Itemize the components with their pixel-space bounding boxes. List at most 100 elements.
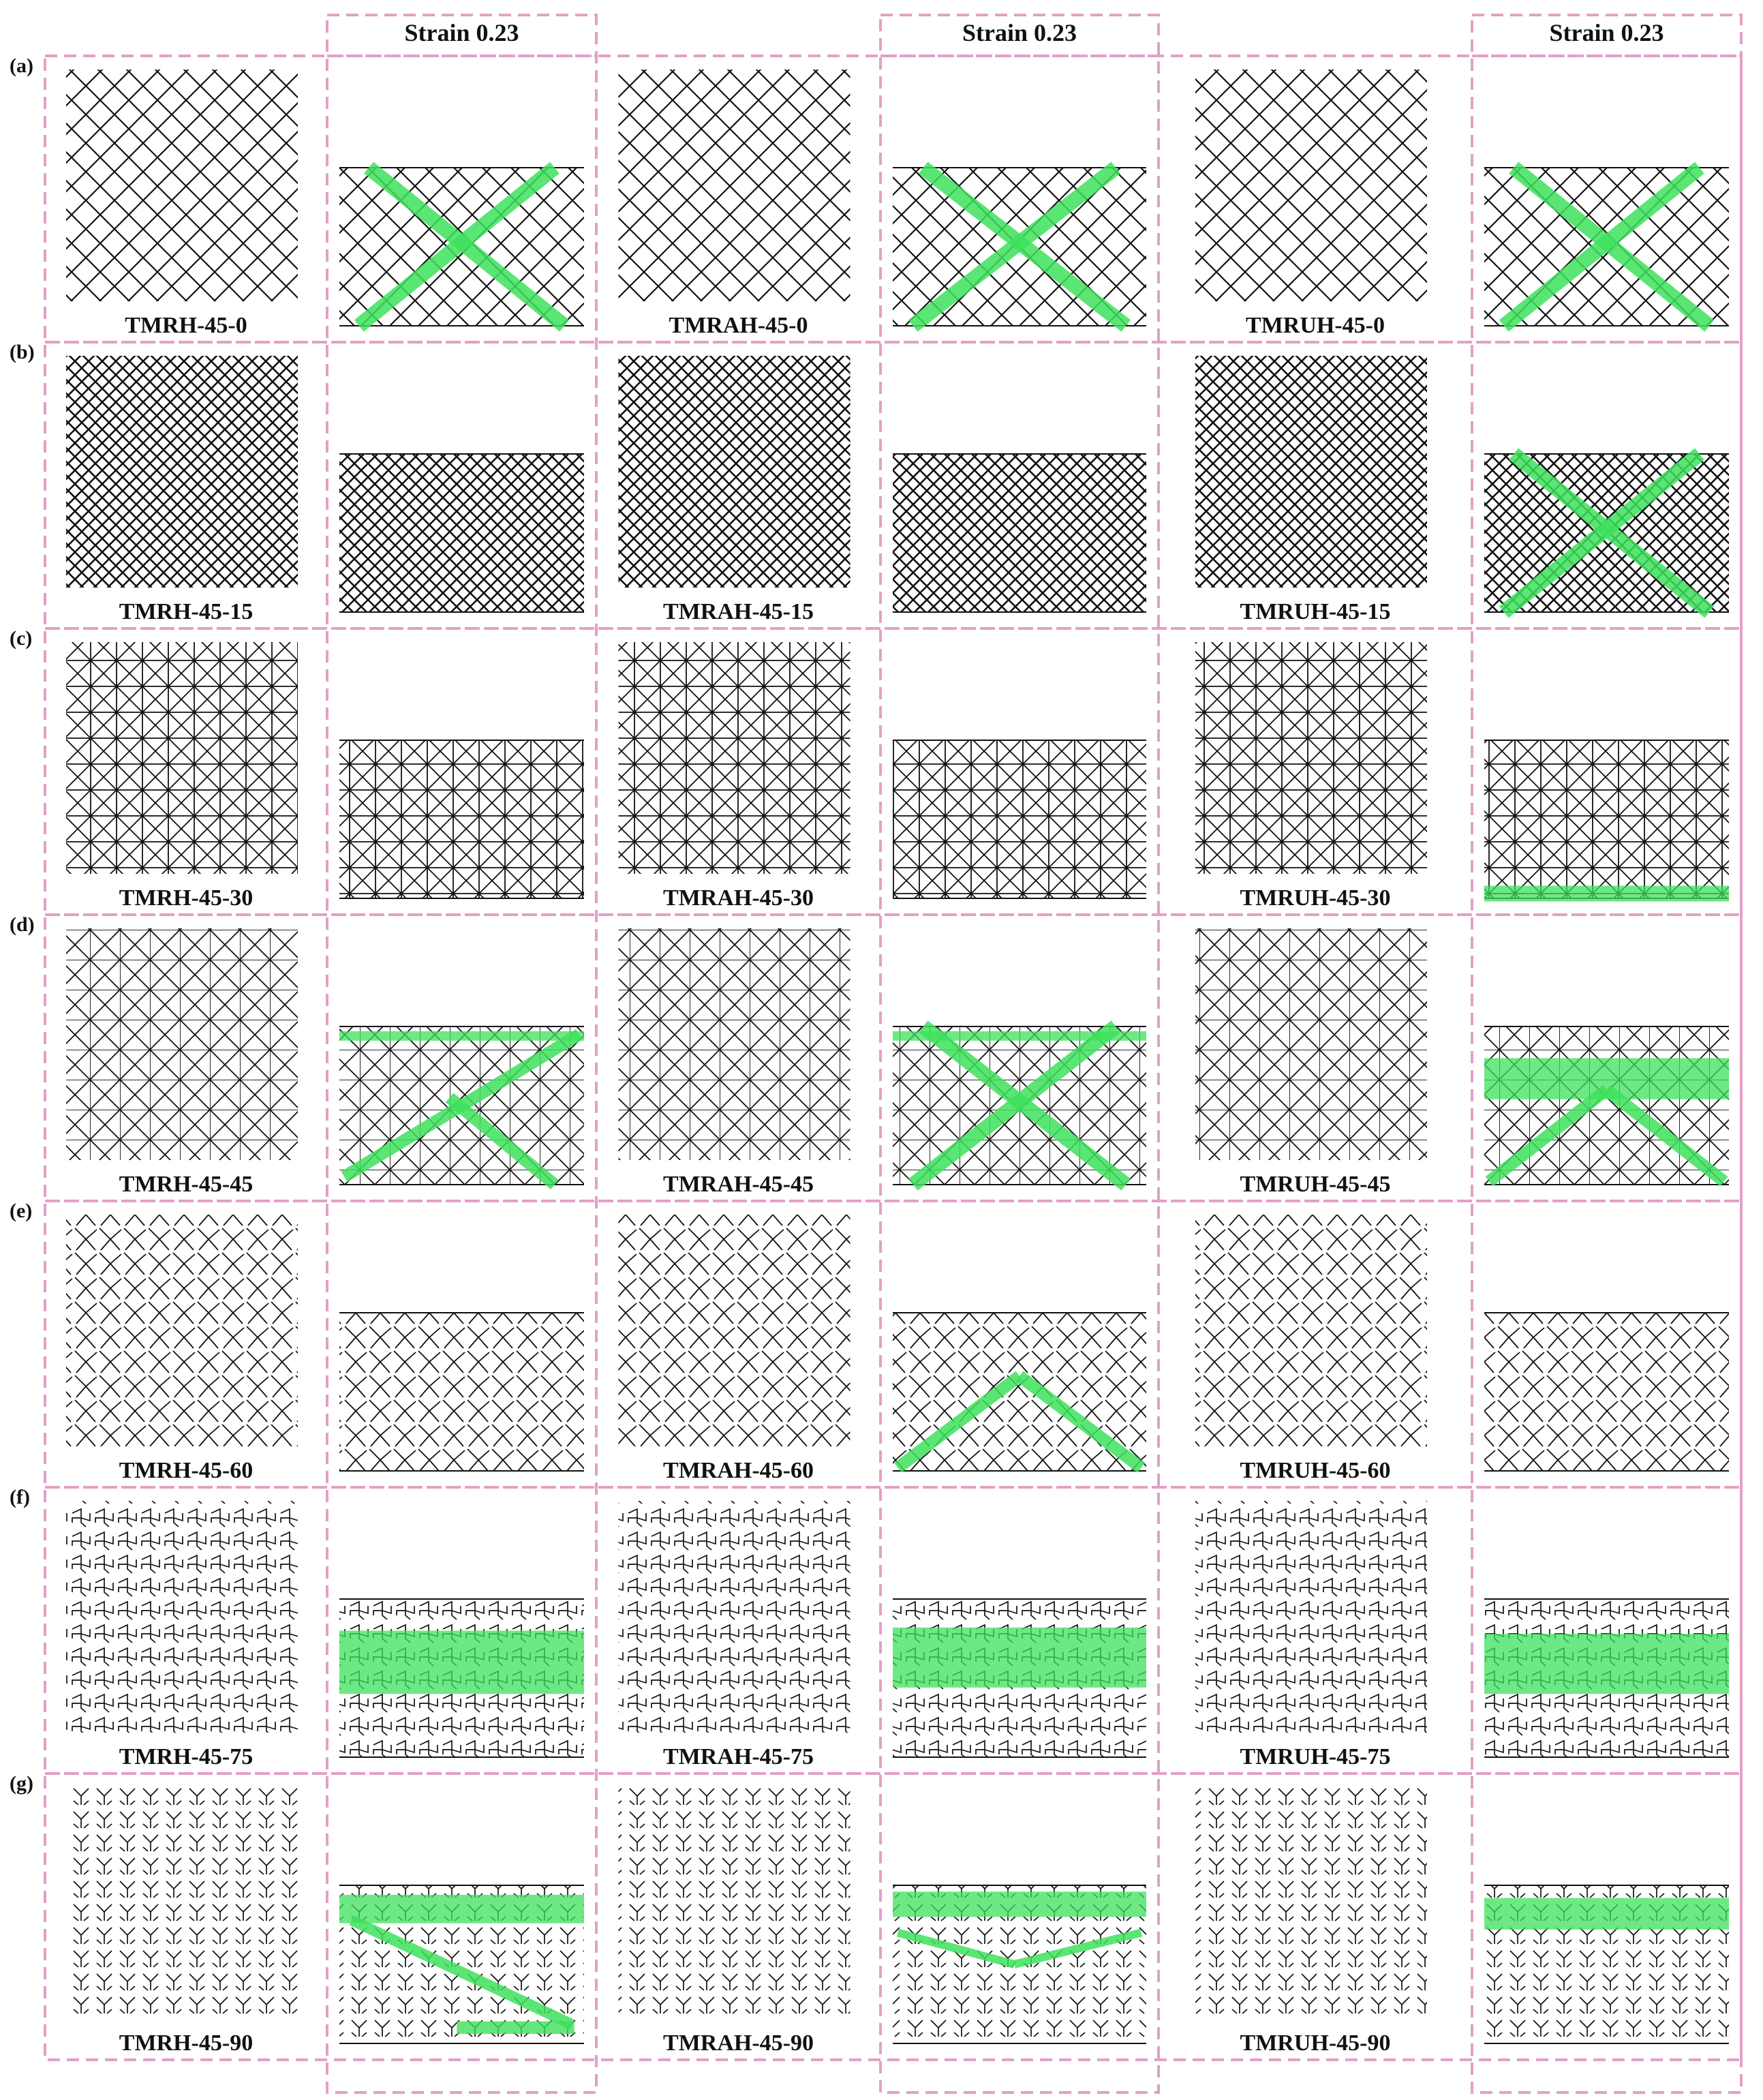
- deformed-lattice: [339, 1026, 584, 1189]
- row-letter: (c): [10, 627, 32, 650]
- undeformed-lattice: [1195, 356, 1427, 588]
- undeformed-lattice: [618, 642, 850, 874]
- row-letter: (a): [10, 55, 33, 77]
- undeformed-lattice: [1195, 1787, 1427, 2019]
- specimen-label: TMRH-45-15: [119, 599, 253, 624]
- deformed-lattice: [339, 1312, 584, 1472]
- specimen-label: TMRUH-45-0: [1246, 313, 1385, 338]
- specimen-label: TMRH-45-45: [119, 1172, 253, 1197]
- deformation-band: [893, 1031, 1146, 1041]
- row-letter: (g): [10, 1772, 33, 1795]
- undeformed-lattice: [618, 1215, 850, 1446]
- specimen-label: TMRAH-45-60: [663, 1458, 814, 1483]
- deformed-lattice: [893, 740, 1146, 899]
- deformed-lattice: [339, 1885, 584, 2044]
- deformed-lattice: [893, 1885, 1146, 2044]
- deformation-band: [1602, 1084, 1728, 1187]
- undeformed-lattice: [66, 356, 298, 588]
- row-letter: (d): [10, 913, 35, 936]
- deformation-band: [1484, 1634, 1729, 1694]
- specimen-label: TMRAH-45-0: [669, 313, 808, 338]
- specimen-label: TMRAH-45-15: [663, 599, 814, 624]
- specimen-label: TMRH-45-0: [125, 313, 247, 338]
- undeformed-lattice: [1195, 928, 1427, 1160]
- deformation-band: [349, 1915, 574, 2030]
- undeformed-lattice: [66, 1787, 298, 2019]
- undeformed-lattice: [1195, 70, 1427, 301]
- deformation-band: [339, 1894, 584, 1923]
- specimen-label: TMRAH-45-45: [663, 1172, 814, 1197]
- specimen-label: TMRUH-45-15: [1240, 599, 1391, 624]
- deformation-band: [339, 1630, 584, 1694]
- deformed-lattice: [1484, 1885, 1729, 2044]
- deformed-lattice: [1484, 1026, 1729, 1187]
- undeformed-lattice: [1195, 1501, 1427, 1733]
- specimen-label: TMRAH-45-90: [663, 2030, 814, 2056]
- deformed-lattice: [339, 162, 584, 332]
- strain-header: Strain 0.23: [404, 19, 519, 46]
- undeformed-lattice: [618, 356, 850, 588]
- deformed-lattice: [1484, 162, 1729, 332]
- specimen-label: TMRUH-45-45: [1240, 1172, 1391, 1197]
- deformation-band: [908, 162, 1121, 332]
- deformed-lattice: [339, 740, 584, 899]
- specimen-label: TMRUH-45-30: [1240, 885, 1391, 911]
- strain-column-frame: [1471, 14, 1743, 2094]
- lattice-cells: (a) TMRH-45-0 TMRAH-45-0 TMRUH-45-0 (b) TMRH-…: [10, 55, 1729, 2056]
- specimen-label: TMRH-45-90: [119, 2030, 253, 2056]
- undeformed-lattice: [66, 70, 298, 301]
- deformation-band: [445, 1093, 559, 1189]
- deformation-band: [894, 1371, 1024, 1473]
- deformed-lattice: [893, 1312, 1146, 1473]
- deformation-band: [893, 1627, 1146, 1688]
- undeformed-lattice: [618, 70, 850, 301]
- row-letter: (e): [10, 1200, 32, 1222]
- deformed-lattice: [1484, 448, 1729, 618]
- deformation-band: [1485, 1084, 1611, 1187]
- deformed-lattice: [893, 1598, 1146, 1758]
- specimen-label: TMRAH-45-30: [663, 885, 814, 911]
- undeformed-lattice: [618, 1787, 850, 2019]
- specimen-label: TMRUH-45-75: [1240, 1744, 1391, 1769]
- deformation-band: [1015, 1371, 1145, 1473]
- undeformed-lattice: [66, 1215, 298, 1446]
- deformation-band: [896, 1928, 1016, 1968]
- specimen-label: TMRUH-45-90: [1240, 2030, 1391, 2056]
- deformation-band: [1484, 1898, 1729, 1930]
- undeformed-lattice: [66, 928, 298, 1160]
- specimen-label: TMRH-45-75: [119, 1744, 253, 1769]
- undeformed-lattice: [618, 928, 850, 1160]
- deformation-band: [1484, 885, 1729, 902]
- row-frame: [44, 1772, 1743, 2061]
- deformed-lattice: [893, 453, 1146, 613]
- undeformed-lattice: [618, 1501, 850, 1733]
- deformation-band: [893, 1891, 1146, 1917]
- deformation-band: [1499, 448, 1704, 618]
- strain-column-frame: [879, 14, 1160, 2094]
- strain-header: Strain 0.23: [962, 19, 1077, 46]
- dashed-frames: [44, 14, 1743, 2094]
- undeformed-lattice: [66, 1501, 298, 1733]
- row-letter: (b): [10, 341, 35, 363]
- deformation-band: [339, 1031, 584, 1041]
- undeformed-lattice: [1195, 642, 1427, 874]
- deformed-lattice: [893, 162, 1146, 332]
- row-letter: (f): [10, 1486, 30, 1508]
- deformed-lattice: [339, 1598, 584, 1758]
- deformed-lattice: [339, 453, 584, 613]
- undeformed-lattice: [1195, 1215, 1427, 1446]
- deformed-lattice: [1484, 1312, 1729, 1472]
- specimen-label: TMRAH-45-75: [663, 1744, 814, 1769]
- specimen-label: TMRUH-45-60: [1240, 1458, 1391, 1483]
- deformed-lattice: [1484, 740, 1729, 902]
- deformation-band: [457, 2021, 574, 2035]
- deformation-band: [1013, 1928, 1143, 1968]
- specimen-label: TMRH-45-60: [119, 1458, 253, 1483]
- deformed-lattice: [893, 1020, 1146, 1191]
- undeformed-lattice: [66, 642, 298, 874]
- strain-column-frame: [326, 14, 598, 2094]
- deformed-lattice: [1484, 1598, 1729, 1758]
- deformation-band: [908, 1020, 1121, 1191]
